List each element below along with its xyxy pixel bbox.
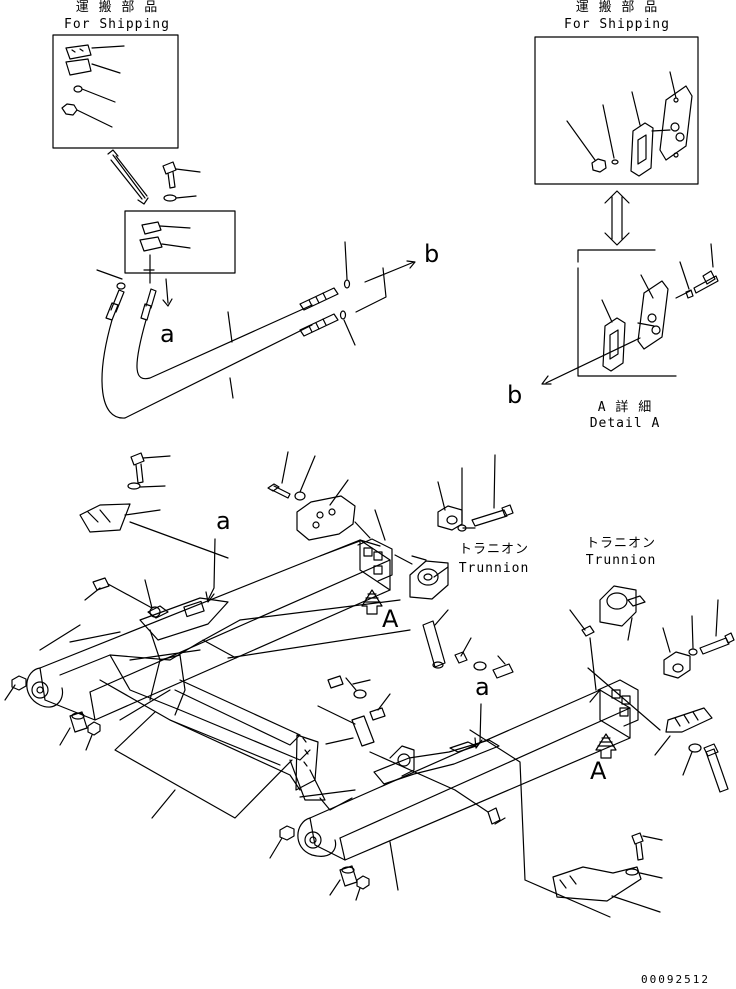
trunnion-left-label-jp: トラニオン bbox=[458, 542, 530, 557]
trunnion-left bbox=[395, 555, 448, 599]
view-letter-A-left: A bbox=[382, 605, 399, 633]
trunnion-right-label-jp: トラニオン bbox=[585, 536, 657, 551]
ref-letter-b-left: b bbox=[507, 381, 523, 409]
ref-letter-a-top: a bbox=[160, 320, 175, 348]
left-beam bbox=[27, 539, 392, 720]
shipping-box-right bbox=[535, 37, 698, 184]
trunnion-right bbox=[600, 586, 645, 626]
detail-a-label-jp: A 詳 細 bbox=[597, 400, 653, 415]
bolt-washer-top-left bbox=[163, 162, 200, 201]
bottom-stay-group bbox=[553, 833, 662, 912]
shipping-arrow-right bbox=[605, 191, 629, 245]
ref-letter-a-mid: a bbox=[216, 507, 231, 535]
detail-a-label-en: Detail A bbox=[589, 416, 661, 431]
trunnion-left-label-en: Trunnion bbox=[458, 561, 530, 576]
hydraulic-hose bbox=[102, 242, 415, 418]
hose-flange-box bbox=[97, 211, 235, 306]
right-cap-bolt-group bbox=[570, 600, 734, 690]
shipping-label-left-jp: 運 搬 部 品 bbox=[75, 0, 159, 15]
loose-parts-right bbox=[270, 790, 505, 900]
callout-lines bbox=[203, 539, 482, 790]
drawing-number: 00092512 bbox=[641, 973, 710, 986]
ref-letter-a-center: a bbox=[475, 673, 490, 701]
shipping-label-left-en: For Shipping bbox=[64, 17, 170, 32]
shipping-box-left bbox=[53, 35, 178, 148]
right-beam bbox=[298, 680, 638, 860]
detail-a-box bbox=[542, 244, 718, 384]
shipping-arrow-left bbox=[108, 150, 148, 204]
view-arrow-A-right bbox=[596, 734, 616, 758]
left-stay-group bbox=[80, 453, 228, 608]
shipping-label-right-jp: 運 搬 部 品 bbox=[575, 0, 659, 15]
lower-left-group-lines bbox=[115, 712, 292, 818]
view-letter-A-right: A bbox=[590, 757, 607, 785]
shipping-label-right-en: For Shipping bbox=[564, 17, 670, 32]
cap-bolt-group-mid bbox=[268, 452, 513, 540]
pins-center bbox=[318, 610, 513, 746]
ref-letter-b-right: b bbox=[424, 240, 440, 268]
cross-frame bbox=[60, 598, 355, 810]
trunnion-right-label-en: Trunnion bbox=[585, 553, 657, 568]
right-stay-group bbox=[470, 668, 728, 917]
view-arrow-A-left bbox=[362, 590, 382, 614]
loose-parts-left bbox=[5, 625, 120, 750]
